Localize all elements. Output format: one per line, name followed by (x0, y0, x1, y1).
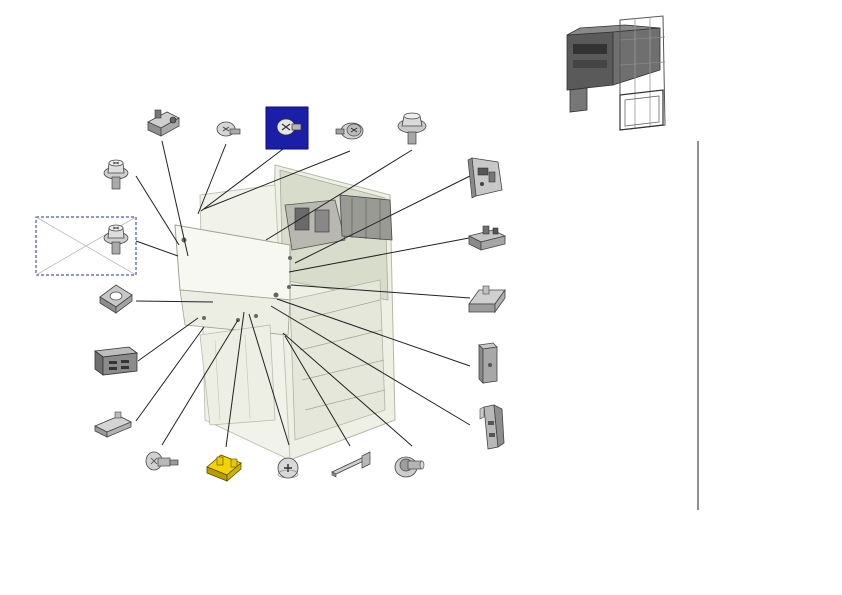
screw-bracket-top[interactable] (147, 109, 180, 137)
screw-washer-top[interactable] (335, 122, 364, 140)
stud-bottom[interactable] (394, 456, 425, 478)
plate-right-bottom[interactable] (479, 404, 505, 450)
main-assembly (174, 164, 396, 461)
leader-lines (135, 140, 471, 448)
bracket-right[interactable] (468, 285, 506, 314)
flange-bolt-top[interactable] (397, 112, 427, 145)
bolt-left-placeholder[interactable] (35, 216, 137, 276)
pcb-right-top[interactable] (467, 157, 503, 199)
strip-bottom[interactable] (331, 451, 371, 478)
brass-bracket-bottom[interactable] (206, 454, 242, 482)
connector-block-left[interactable] (93, 346, 139, 376)
screw-highlighted[interactable] (265, 106, 309, 150)
shoulder-screw-bottom[interactable] (145, 451, 179, 471)
pad-left[interactable] (94, 411, 132, 438)
bolt-left-upper[interactable] (103, 159, 129, 190)
assembly-thumbnail (566, 15, 666, 131)
screw-small-top[interactable] (216, 121, 241, 137)
block-right[interactable] (478, 342, 498, 384)
screw-phillips-bottom[interactable] (277, 457, 299, 479)
sensor-right[interactable] (467, 225, 507, 251)
clip-left[interactable] (99, 284, 133, 314)
image-placeholder-frame (35, 216, 137, 276)
